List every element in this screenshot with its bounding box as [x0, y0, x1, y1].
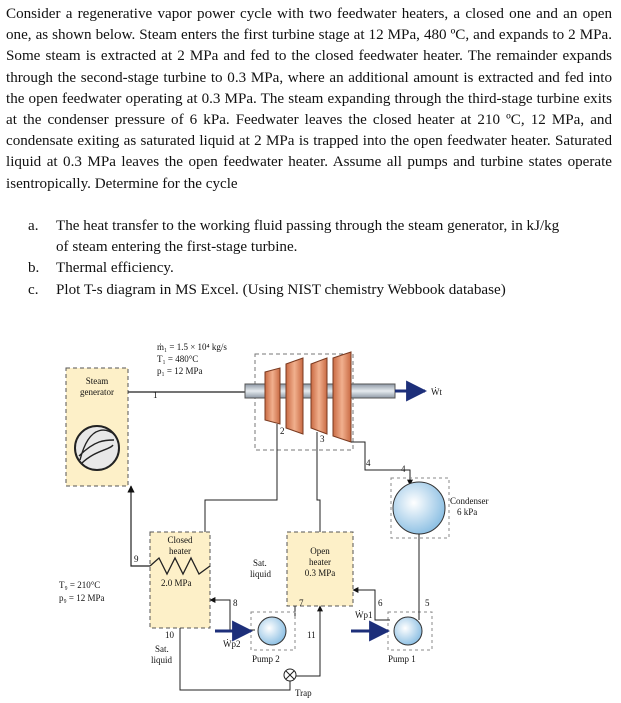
sat-liquid-label: liquid — [250, 569, 272, 579]
turbine-work-label: Ẇt — [431, 387, 442, 397]
pump-2-label: Pump 2 — [252, 654, 280, 664]
state9-pressure: p₉ = 12 MPa — [59, 593, 104, 603]
state-label: 1 — [153, 390, 158, 400]
question-text: Thermal efficiency. — [56, 260, 174, 276]
state-label: 6 — [378, 598, 383, 608]
question-label: b. — [28, 260, 40, 276]
question-label: a. — [28, 218, 39, 234]
question-a: a. The heat transfer to the working flui… — [28, 216, 608, 237]
question-label: c. — [28, 282, 39, 298]
state-label: 5 — [425, 598, 430, 608]
inlet-pressure: p₁ = 12 MPa — [157, 366, 202, 376]
pump-2-work-label: Ẇp2 — [223, 639, 241, 649]
problem-paragraph: Consider a regenerative vapor power cycl… — [6, 6, 612, 192]
steam-generator-label: Steam — [86, 376, 109, 386]
inlet-temperature: T₁ = 480°C — [157, 354, 198, 364]
state-label: 11 — [307, 630, 316, 640]
state-label: 9 — [134, 554, 139, 564]
state9-temperature: T₉ = 210°C — [59, 580, 100, 590]
pump-1-label: Pump 1 — [388, 654, 416, 664]
question-text: Plot T-s diagram in MS Excel. (Using NIS… — [56, 282, 506, 298]
state-label: 8 — [233, 598, 238, 608]
open-heater-label: Open — [310, 546, 330, 556]
closed-heater: Closed heater 2.0 MPa — [149, 531, 211, 629]
steam-generator-label: generator — [80, 387, 114, 397]
problem-statement: Consider a regenerative vapor power cycl… — [6, 4, 612, 195]
open-heater-pressure: 0.3 MPa — [305, 568, 336, 578]
closed-heater-pressure: 2.0 MPa — [161, 578, 192, 588]
steam-generator: Steam generator — [65, 367, 129, 487]
condenser-label: 6 kPa — [457, 507, 477, 517]
sat-liquid-label: Sat. — [155, 644, 169, 654]
open-heater: Open heater 0.3 MPa — [286, 531, 354, 607]
inlet-mass-flow: ṁ₁ = 1.5 × 10⁴ kg/s — [157, 342, 227, 352]
trap: Trap — [283, 668, 312, 698]
state-label: 4 — [366, 458, 371, 468]
condenser-label: Condenser — [450, 496, 489, 506]
question-text: The heat transfer to the working fluid p… — [56, 218, 560, 234]
closed-heater-label: Closed — [167, 535, 193, 545]
open-heater-label: heater — [309, 557, 331, 567]
state-label: 3 — [320, 434, 325, 444]
sat-liquid-label: liquid — [151, 655, 173, 665]
question-text: of steam entering the first-stage turbin… — [56, 239, 298, 255]
pump-2: Pump 2 — [250, 611, 296, 664]
state-label: 7 — [299, 598, 304, 608]
cycle-diagram: Steam generator ṁ₁ = 1.5 × 10⁴ kg/s T₁ =… — [59, 342, 489, 698]
question-c: c. Plot T-s diagram in MS Excel. (Using … — [28, 280, 608, 301]
closed-heater-label: heater — [169, 546, 191, 556]
state-label: 2 — [280, 426, 285, 436]
sat-liquid-label: Sat. — [253, 558, 267, 568]
turbine-assembly: Ẇt — [244, 351, 442, 451]
pump-1-work-label: Ẇp1 — [355, 610, 373, 620]
state-label: 10 — [165, 630, 175, 640]
state-label: 4 — [401, 464, 406, 474]
question-a-cont: of steam entering the first-stage turbin… — [28, 237, 608, 258]
trap-label: Trap — [295, 688, 312, 698]
question-b: b. Thermal efficiency. — [28, 258, 608, 279]
condenser: Condenser 6 kPa — [390, 477, 489, 539]
pump-1: Pump 1 — [387, 611, 433, 664]
